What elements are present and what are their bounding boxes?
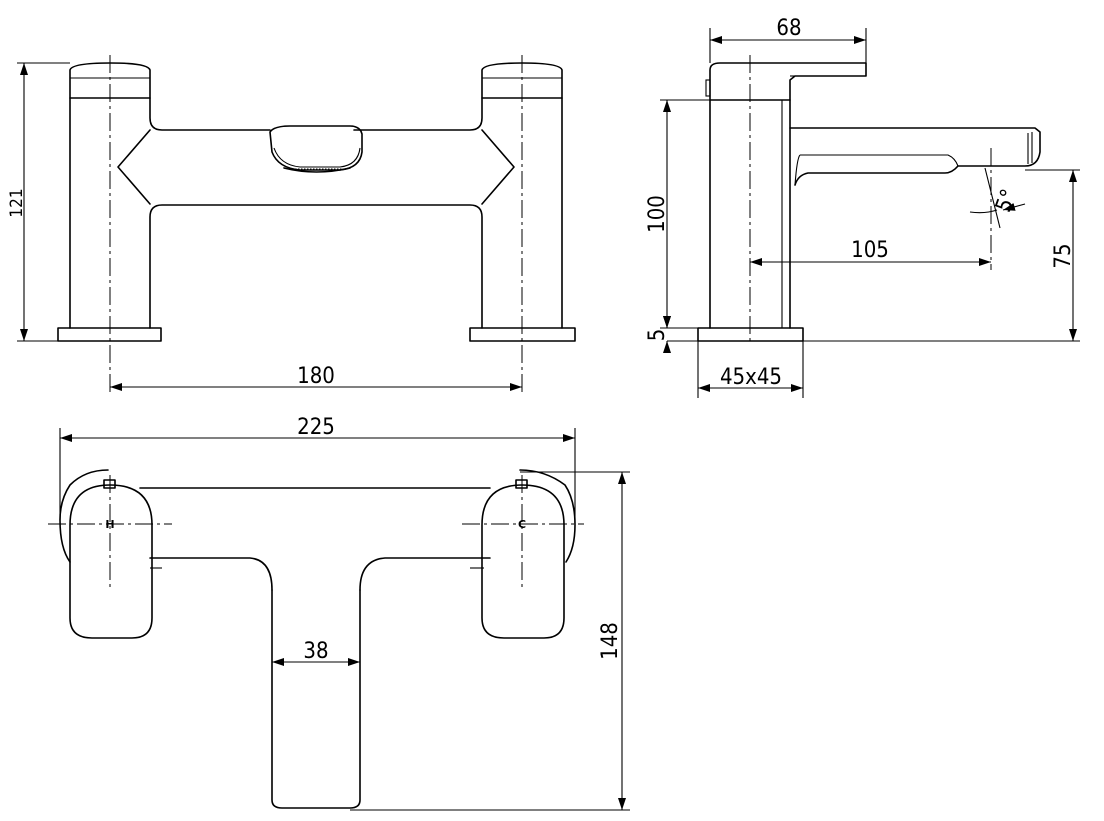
dim-225: 225 (297, 415, 335, 440)
dim-5: 5 (645, 329, 670, 342)
dim-105: 105 (851, 238, 889, 263)
handle-side (709, 62, 867, 101)
spout-plan (271, 589, 361, 809)
dim-180: 180 (297, 364, 335, 389)
spout-side (789, 127, 1041, 186)
front-view: 121 180 (7, 55, 576, 395)
side-view: 68 100 5 105 75 5° 45x45 (645, 16, 1080, 398)
dim-38: 38 (303, 639, 328, 664)
hot-handle-plan (69, 484, 153, 639)
cold-handle-front (481, 62, 563, 99)
tap-body-front (69, 97, 563, 329)
plan-view: H C 225 38 148 (48, 415, 630, 811)
dim-45x45: 45x45 (720, 365, 782, 390)
dim-100: 100 (645, 195, 670, 233)
dim-68: 68 (776, 16, 801, 41)
dim-148: 148 (598, 622, 623, 660)
dim-75: 75 (1051, 243, 1076, 268)
hot-handle-front (69, 62, 151, 99)
spout-front (269, 125, 363, 171)
cold-handle-plan (481, 484, 565, 639)
dim-121: 121 (7, 188, 27, 217)
